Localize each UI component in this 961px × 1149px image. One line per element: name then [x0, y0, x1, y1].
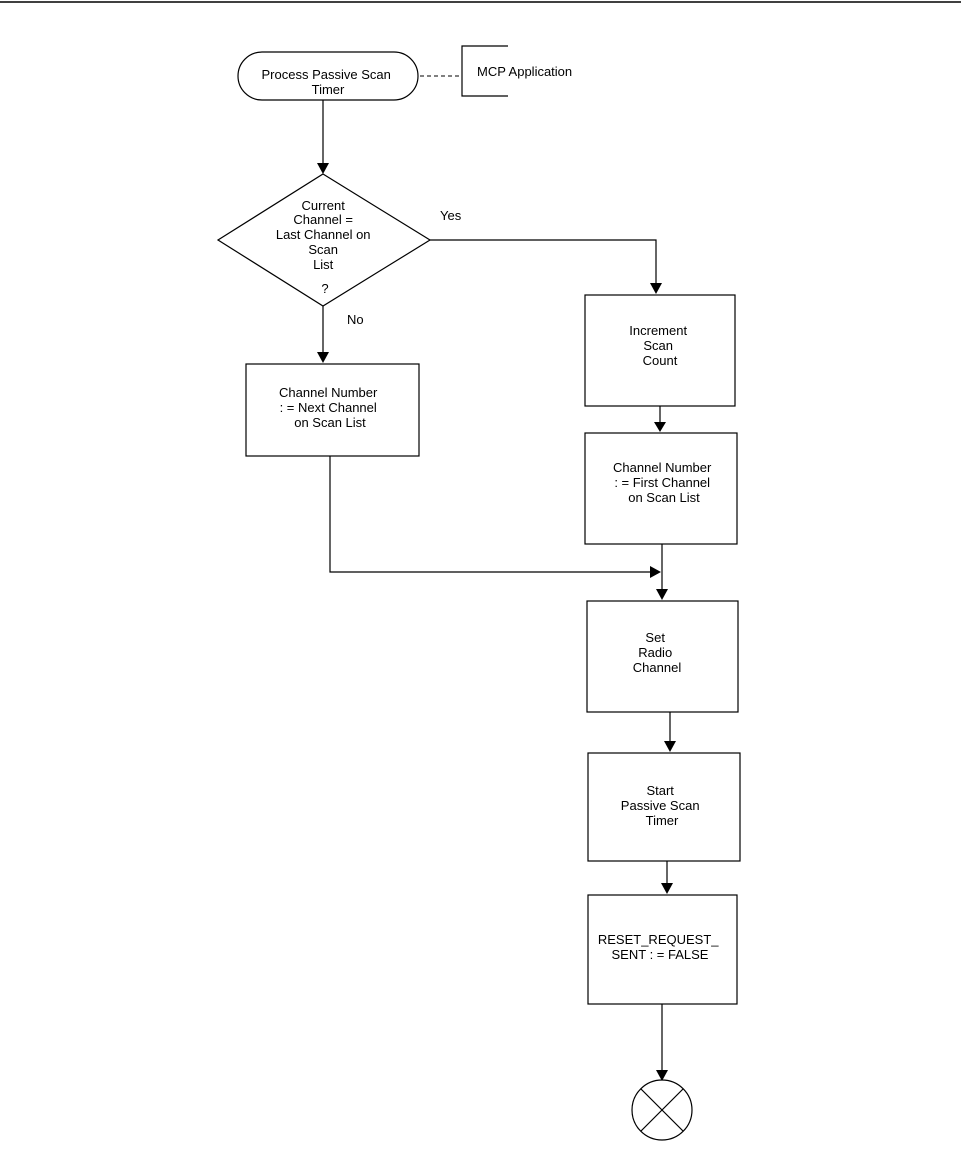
arrowhead: [656, 589, 668, 600]
start-line-2: Timer: [312, 82, 345, 97]
start-terminator: Process Passive Scan Timer: [237, 51, 419, 101]
end-connector: [631, 1079, 693, 1141]
first-channel-line-2: : = First Channel: [614, 475, 710, 490]
decision-line-1: Current: [302, 198, 346, 213]
start-timer-box: Start Passive Scan Timer: [587, 752, 741, 862]
svg-text:Current Channel =: Current Channel = Last Channel on Scan L…: [276, 198, 374, 296]
first-channel-box: Channel Number : = First Channel on Scan…: [584, 432, 738, 545]
reset-box: RESET_REQUEST_ SENT : = FALSE: [587, 894, 738, 1005]
set-radio-line-2: Radio: [638, 645, 672, 660]
decision-line-5: List: [313, 257, 334, 272]
decision-line-2: Channel =: [293, 212, 353, 227]
edge-yes: [430, 239, 657, 283]
svg-text:Set Radio Channel: Set Radio Channel: [633, 630, 682, 675]
no-label: No: [347, 312, 364, 327]
decision-line-3: Last Channel on: [276, 227, 371, 242]
arrowhead: [317, 352, 329, 363]
next-channel-line-1: Channel Number: [279, 385, 378, 400]
set-radio-box: Set Radio Channel: [586, 600, 739, 713]
svg-text:Increment Scan Cou: Increment Scan Count: [629, 323, 690, 368]
reset-line-1: RESET_REQUEST_: [598, 932, 719, 947]
arrowhead: [654, 422, 666, 432]
first-channel-line-3: on Scan List: [628, 490, 700, 505]
svg-text:RESET_REQUEST_ SENT : =: RESET_REQUEST_ SENT : = FALSE: [598, 932, 722, 962]
arrowhead: [650, 566, 661, 578]
annotation-bracket: [461, 45, 508, 97]
next-channel-line-2: : = Next Channel: [280, 400, 377, 415]
decision-diamond: Current Channel = Last Channel on Scan L…: [216, 173, 432, 307]
arrowhead: [650, 283, 662, 294]
svg-text:Start Passive Scan: Start Passive Scan Timer: [621, 783, 703, 828]
arrowhead: [661, 883, 673, 894]
first-channel-line-1: Channel Number: [613, 460, 712, 475]
svg-text:Process Passive Scan Tim: Process Passive Scan Timer: [262, 67, 395, 97]
arrowhead: [664, 741, 676, 752]
annotation-label: MCP Application: [477, 64, 572, 79]
svg-text:Channel Number : = Next: Channel Number : = Next Channel on Scan …: [279, 385, 381, 430]
edge-next-to-merge: [329, 456, 650, 573]
start-line-1: Process Passive Scan: [262, 67, 391, 82]
start-timer-line-1: Start: [646, 783, 674, 798]
yes-label: Yes: [440, 208, 462, 223]
decision-line-6: ?: [321, 281, 328, 296]
start-timer-line-2: Passive Scan: [621, 798, 700, 813]
arrowhead: [656, 1070, 668, 1081]
start-timer-line-3: Timer: [646, 813, 679, 828]
increment-line-3: Count: [643, 353, 678, 368]
increment-box: Increment Scan Count: [584, 294, 736, 407]
arrowhead: [317, 163, 329, 174]
set-radio-line-3: Channel: [633, 660, 682, 675]
increment-line-2: Scan: [643, 338, 673, 353]
next-channel-box: Channel Number : = Next Channel on Scan …: [245, 363, 420, 457]
reset-line-2: SENT : = FALSE: [612, 947, 709, 962]
increment-line-1: Increment: [629, 323, 687, 338]
set-radio-line-1: Set: [645, 630, 665, 645]
svg-text:Channel Number : = First: Channel Number : = First Channel on Scan…: [613, 460, 715, 505]
next-channel-line-3: on Scan List: [294, 415, 366, 430]
decision-line-4: Scan: [308, 242, 338, 257]
